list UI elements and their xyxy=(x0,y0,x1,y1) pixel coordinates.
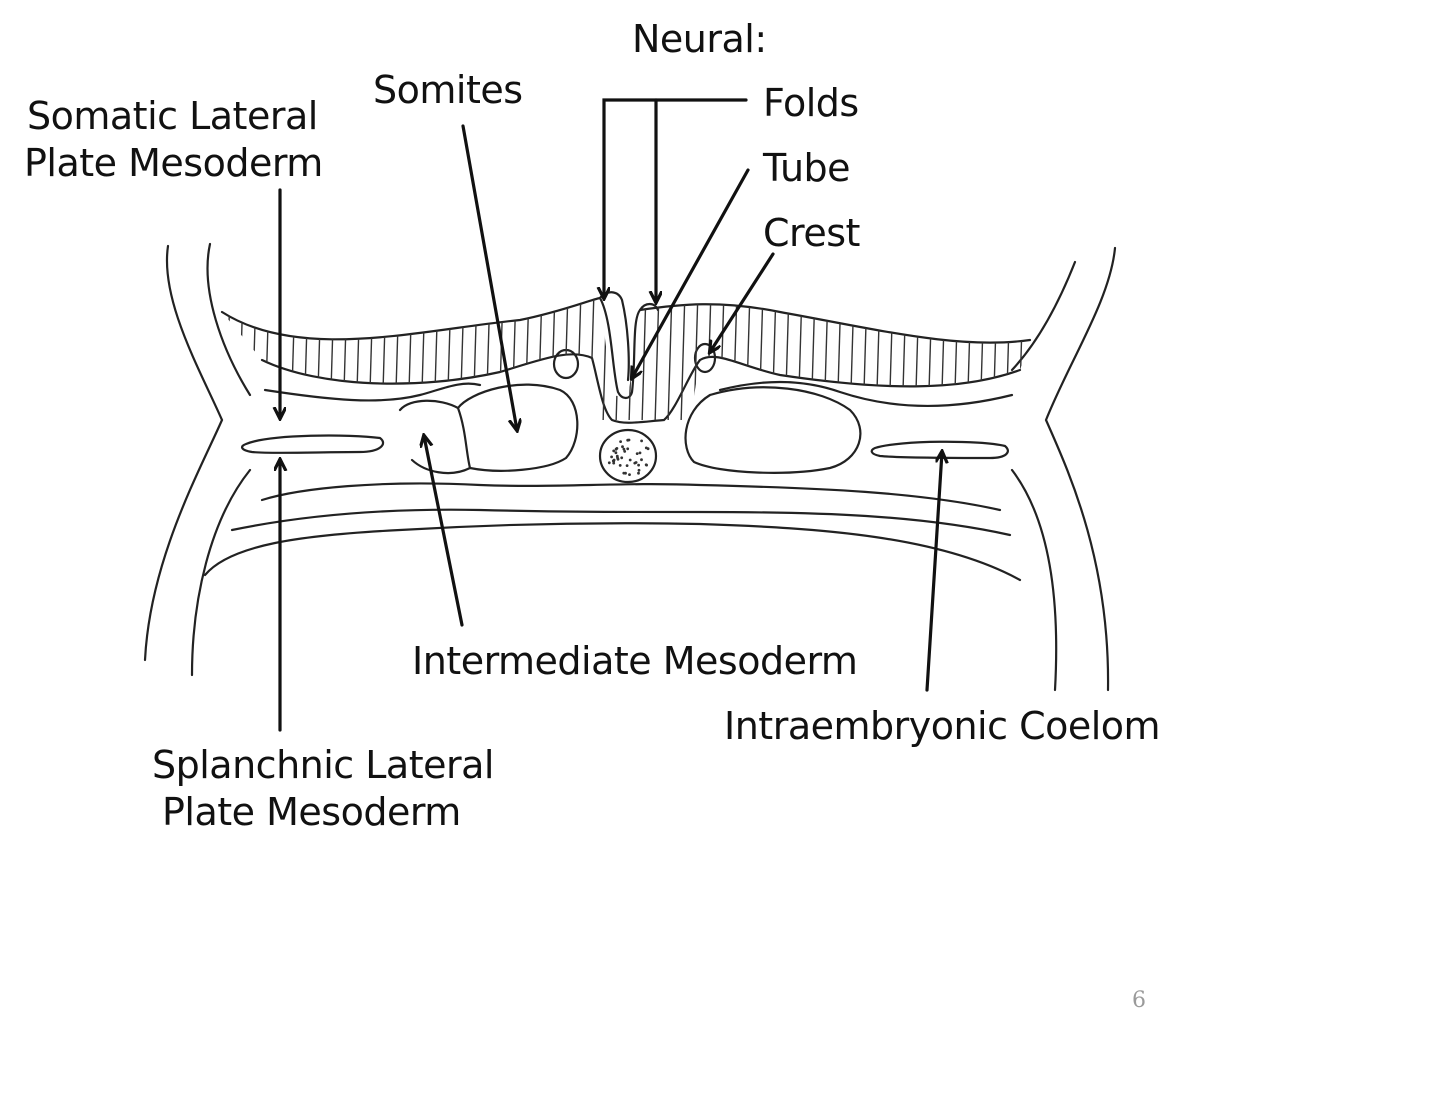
hatch-line xyxy=(1005,298,1011,420)
embryo-outline xyxy=(143,242,1117,692)
hatch-line xyxy=(667,298,673,420)
stipple-dot xyxy=(615,447,619,450)
notochord-stipple xyxy=(607,438,650,476)
hatch-line xyxy=(355,298,361,420)
stipple-dot xyxy=(616,456,619,460)
hatch-line xyxy=(680,298,686,420)
stipple-dot xyxy=(645,463,648,467)
stipple-dot xyxy=(637,471,640,475)
stipple-dot xyxy=(638,451,642,455)
hatch-line xyxy=(992,298,998,420)
label-somatic-line1: Somatic Lateral xyxy=(27,94,318,138)
hatch-line xyxy=(823,298,829,420)
hatch-line xyxy=(251,298,257,420)
label-splanchnic-line1: Splanchnic Lateral xyxy=(152,743,494,787)
label-coelom: Intraembryonic Coelom xyxy=(724,704,1161,748)
label-somites: Somites xyxy=(373,68,523,112)
stipple-dot xyxy=(618,464,622,467)
hatch-line xyxy=(810,298,816,420)
stipple-dot xyxy=(619,440,622,443)
label-crest: Crest xyxy=(763,211,860,255)
stipple-dot xyxy=(621,445,624,449)
hatch-line xyxy=(979,298,985,420)
hatch-line xyxy=(654,298,660,420)
stipple-dot xyxy=(612,458,616,462)
stipple-dot xyxy=(607,461,611,465)
label-tube: Tube xyxy=(763,146,851,190)
hatch-line xyxy=(303,298,309,420)
stipple-dot xyxy=(640,458,643,462)
hatch-line xyxy=(329,298,335,420)
label-somatic-line2: Plate Mesoderm xyxy=(24,141,323,185)
hatch-line xyxy=(966,298,972,420)
hatch-line xyxy=(238,298,244,420)
hatch-line xyxy=(420,298,426,420)
page-number: 6 xyxy=(1132,988,1146,1013)
stipple-dot xyxy=(623,450,627,453)
hatch-line xyxy=(368,298,374,420)
stipple-dot xyxy=(628,458,632,462)
hatch-line xyxy=(290,298,296,420)
stipple-dot xyxy=(622,447,626,451)
stipple-dot xyxy=(628,473,631,476)
hatch-line xyxy=(485,298,491,420)
stipple-dot xyxy=(626,447,630,451)
hatch-line xyxy=(342,298,348,420)
hatch-line xyxy=(615,298,621,420)
label-splanchnic-line2: Plate Mesoderm xyxy=(162,790,461,834)
stipple-dot xyxy=(644,446,648,450)
stipple-dot xyxy=(625,464,629,467)
stipple-dot xyxy=(635,452,639,455)
label-intermediate: Intermediate Mesoderm xyxy=(412,639,858,683)
stipple-dot xyxy=(620,456,624,460)
hatch-line xyxy=(498,298,504,420)
hatch-line xyxy=(264,298,270,420)
hatch-line xyxy=(537,298,543,420)
stipple-dot xyxy=(614,451,618,455)
hatch-line xyxy=(316,298,322,420)
stipple-dot xyxy=(637,463,640,467)
hatch-line xyxy=(875,298,881,420)
hatch-line xyxy=(862,298,868,420)
hatch-line xyxy=(849,298,855,420)
stipple-dot xyxy=(610,455,613,459)
hatch-line xyxy=(563,298,569,420)
stipple-dot xyxy=(624,471,627,475)
stipple-dot xyxy=(626,438,630,442)
pointer-arrows xyxy=(280,98,942,732)
stipple-dot xyxy=(640,439,643,443)
hatch-line xyxy=(927,298,933,420)
hatch-line xyxy=(797,298,803,420)
hatch-line xyxy=(433,298,439,420)
hatch-line xyxy=(381,298,387,420)
hatch-line xyxy=(394,298,400,420)
hatch-line xyxy=(758,298,764,420)
stipple-dot xyxy=(612,449,616,453)
stipple-dot xyxy=(633,461,637,465)
label-folds: Folds xyxy=(763,81,859,125)
label-neural: Neural: xyxy=(632,17,767,61)
hatch-line xyxy=(524,298,530,420)
hatch-line xyxy=(784,298,790,420)
stipple-dot xyxy=(637,468,641,472)
hatch-line xyxy=(472,298,478,420)
hatch-line xyxy=(745,298,751,420)
